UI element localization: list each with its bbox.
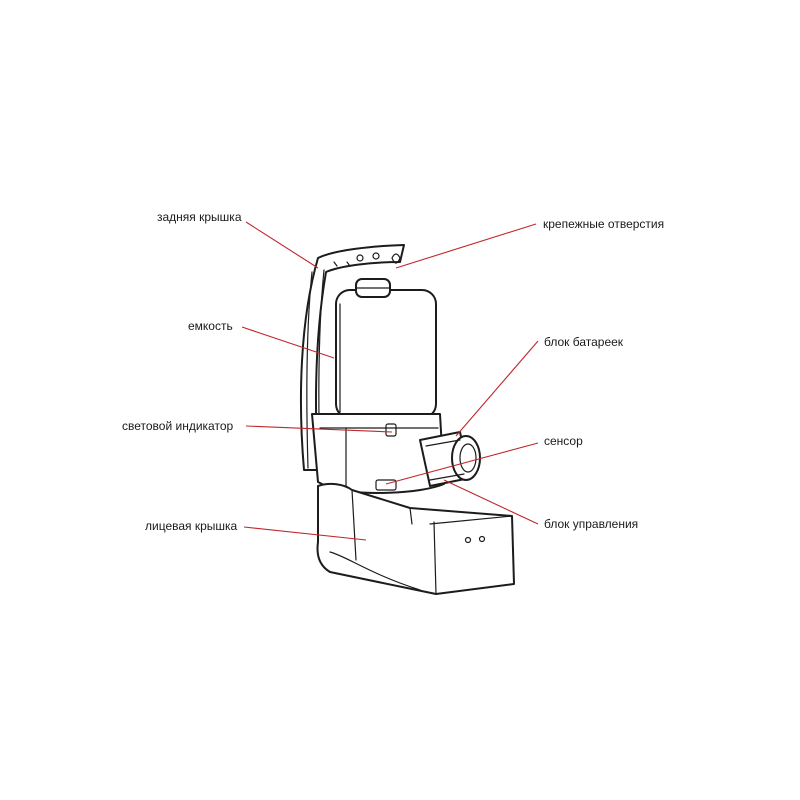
leader-control-unit (443, 479, 539, 525)
label-sensor: сенсор (544, 434, 583, 448)
leader-battery-block (455, 340, 539, 437)
battery-block-shape (419, 431, 481, 487)
label-control-unit: блок управления (544, 517, 639, 531)
leader-sensor (385, 442, 539, 485)
leader-front-cover (243, 526, 367, 541)
leader-container (241, 326, 335, 359)
container-shape (335, 278, 437, 419)
leader-back-cover (245, 221, 319, 269)
label-battery-block: блок батареек (544, 335, 624, 349)
leader-lines (241, 221, 539, 541)
label-mount-holes: крепежные отверстия (543, 217, 665, 231)
label-light-indicator: световой индикатор (122, 419, 234, 433)
leader-light-indicator (245, 425, 393, 433)
label-front-cover: лицевая крышка (145, 519, 238, 533)
label-back-cover: задняя крышка (157, 210, 242, 224)
label-container: емкость (188, 319, 233, 333)
leader-mount-holes (395, 223, 537, 269)
front-cover-shape (316, 482, 515, 595)
